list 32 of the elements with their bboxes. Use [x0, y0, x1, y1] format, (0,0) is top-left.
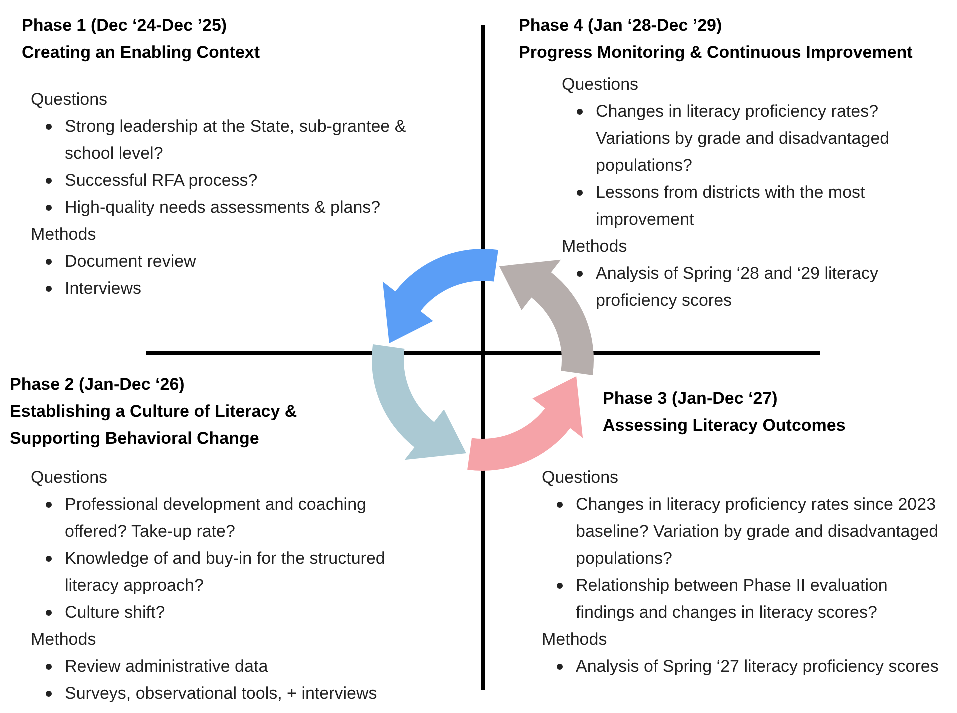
- phase-heading: Phase 4 (Jan ‘28-Dec ’29): [519, 15, 724, 37]
- bullet-text: Changes in literacy proficiency rates? Variations by grade and disadvantaged populations?: [596, 101, 891, 177]
- phase-heading: Establishing a Culture of Literacy & Supporting Behavioral Change: [10, 401, 298, 450]
- phase-heading: Phase 3 (Jan-Dec ‘27): [603, 388, 779, 410]
- bullet-text: Surveys, observational tools, + interviews: [65, 683, 378, 705]
- bullet-text: Document review: [65, 251, 198, 273]
- bullet-text: Professional development and coaching offered? Take-up rate?: [65, 494, 368, 543]
- section-heading: Methods: [562, 236, 628, 258]
- section-heading: Questions: [31, 89, 108, 111]
- bullet-text: High-quality needs assessments & plans?: [65, 197, 382, 219]
- phase-heading: Progress Monitoring & Continuous Improvement: [519, 42, 914, 64]
- bullet-text: Analysis of Spring ‘28 and ‘29 literacy proficiency scores: [596, 263, 880, 312]
- section-heading: Questions: [542, 467, 619, 489]
- bullet-text: Knowledge of and buy-in for the structured literacy approach?: [65, 548, 386, 597]
- section-heading: Questions: [562, 74, 639, 96]
- section-heading: Methods: [31, 629, 96, 651]
- bullet-text: Review administrative data: [65, 656, 270, 678]
- bullet-text: Relationship between Phase II evaluation findings and changes in literacy scores?: [576, 575, 889, 624]
- bullet-text: Strong leadership at the State, sub-grantee & school level?: [65, 116, 408, 165]
- phase-heading: Phase 2 (Jan-Dec ‘26): [10, 374, 186, 396]
- bullet-text: Successful RFA process?: [65, 170, 259, 192]
- phase-heading: Creating an Enabling Context: [22, 42, 262, 64]
- bullet-text: Lessons from districts with the most improvement: [596, 182, 866, 231]
- bullet-text: Changes in literacy proficiency rates since 2023 baseline? Variation by grade and disadvantaged populations?: [576, 494, 940, 570]
- phase-heading: Phase 1 (Dec ‘24-Dec ’25): [22, 15, 228, 37]
- section-heading: Methods: [31, 224, 96, 246]
- section-heading: Questions: [31, 467, 108, 489]
- bullet-text: Culture shift?: [65, 602, 166, 624]
- bullet-text: Analysis of Spring ‘27 literacy proficiency scores: [576, 656, 940, 678]
- bullet-text: Interviews: [65, 278, 143, 300]
- section-heading: Methods: [542, 629, 608, 651]
- phase-heading: Assessing Literacy Outcomes: [603, 415, 847, 437]
